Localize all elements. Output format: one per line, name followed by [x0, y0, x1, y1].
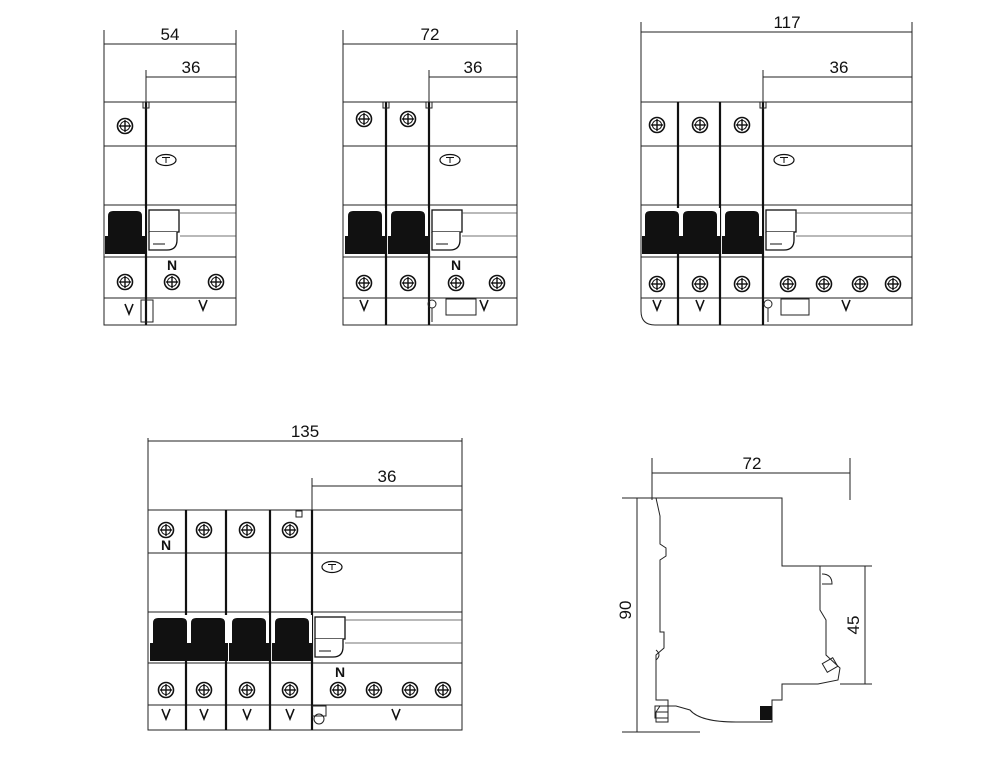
height-label: 90: [616, 601, 635, 620]
terminal-screw-icon: [815, 275, 833, 293]
terminal-screw-icon: [434, 681, 452, 699]
terminal-screw-icon: [195, 681, 213, 699]
pole-toggle-icon: [345, 208, 385, 254]
test-button-icon: [773, 153, 795, 167]
pole-toggle-icon: [105, 208, 145, 254]
pole-toggle-icon: [272, 615, 312, 661]
rcd-toggle-icon: [765, 209, 797, 251]
pole-toggle-icon: [680, 208, 720, 254]
terminal-screw-icon: [238, 521, 256, 539]
width-label-117: 117: [773, 13, 800, 32]
terminal-screw-icon: [399, 274, 417, 292]
depth-label: 72: [743, 454, 762, 473]
clip-mark-icon: [198, 299, 208, 311]
clip-mark-icon: [359, 299, 369, 311]
neutral-label-72: N: [451, 257, 461, 273]
width-label-54: 54: [161, 25, 180, 44]
clip-mark-icon: [124, 303, 134, 315]
pole-toggle-icon: [388, 208, 428, 254]
terminal-screw-icon: [648, 116, 666, 134]
terminal-screw-icon: [116, 117, 134, 135]
rcd-toggle-icon: [148, 209, 180, 251]
breaker-135-front-view: 135 36 N N: [147, 422, 463, 731]
test-button-icon: [439, 153, 461, 167]
terminal-screw-icon: [365, 681, 383, 699]
front-height-label: 45: [844, 616, 863, 635]
terminal-screw-icon: [355, 110, 373, 128]
pole-toggle-icon: [188, 615, 228, 661]
terminal-screw-icon: [195, 521, 213, 539]
clip-mark-icon: [161, 708, 171, 720]
module-label-72: 36: [464, 58, 483, 77]
terminal-screw-icon: [163, 273, 181, 291]
pole-toggle-icon: [229, 615, 269, 661]
pole-toggle-icon: [642, 208, 682, 254]
terminal-screw-icon: [851, 275, 869, 293]
clip-mark-icon: [285, 708, 295, 720]
terminal-screw-icon: [157, 681, 175, 699]
terminal-screw-icon: [884, 275, 902, 293]
module-label-135: 36: [378, 467, 397, 486]
module-label-54: 36: [182, 58, 201, 77]
terminal-screw-icon: [116, 273, 134, 291]
terminal-screw-icon: [281, 681, 299, 699]
terminal-screw-icon: [355, 274, 373, 292]
neutral-label-135-top: N: [161, 537, 171, 553]
clip-mark-icon: [652, 299, 662, 311]
pole-toggle-icon: [722, 208, 762, 254]
terminal-screw-icon: [207, 273, 225, 291]
module-label-117: 36: [830, 58, 849, 77]
terminal-screw-icon: [648, 275, 666, 293]
pole-toggle-icon: [150, 615, 190, 661]
test-button-icon: [321, 560, 343, 574]
width-label-135: 135: [291, 422, 319, 441]
terminal-screw-icon: [281, 521, 299, 539]
terminal-screw-icon: [238, 681, 256, 699]
clip-mark-icon: [199, 708, 209, 720]
terminal-screw-icon: [399, 110, 417, 128]
neutral-label-54: N: [167, 257, 177, 273]
terminal-screw-icon: [691, 116, 709, 134]
terminal-screw-icon: [733, 116, 751, 134]
test-button-icon: [155, 153, 177, 167]
terminal-screw-icon: [733, 275, 751, 293]
clip-mark-icon: [479, 299, 489, 311]
rcd-toggle-icon: [431, 209, 463, 251]
terminal-screw-icon: [401, 681, 419, 699]
terminal-screw-icon: [488, 274, 506, 292]
terminal-screw-icon: [329, 681, 347, 699]
terminal-screw-icon: [691, 275, 709, 293]
rcd-toggle-icon: [314, 616, 346, 658]
clip-mark-icon: [695, 299, 705, 311]
breaker-117-front-view: 117 36: [640, 13, 913, 326]
terminal-screw-icon: [447, 274, 465, 292]
breaker-54-front-view: 54 36 N: [103, 25, 237, 326]
width-label-72: 72: [421, 25, 440, 44]
breaker-72-front-view: 72 36 N: [342, 25, 518, 326]
terminal-screw-icon: [157, 521, 175, 539]
clip-mark-icon: [841, 299, 851, 311]
neutral-label-135-bottom: N: [335, 664, 345, 680]
clip-mark-icon: [391, 708, 401, 720]
breaker-side-view: 72 90 45: [616, 454, 872, 733]
terminal-screw-icon: [779, 275, 797, 293]
clip-mark-icon: [242, 708, 252, 720]
